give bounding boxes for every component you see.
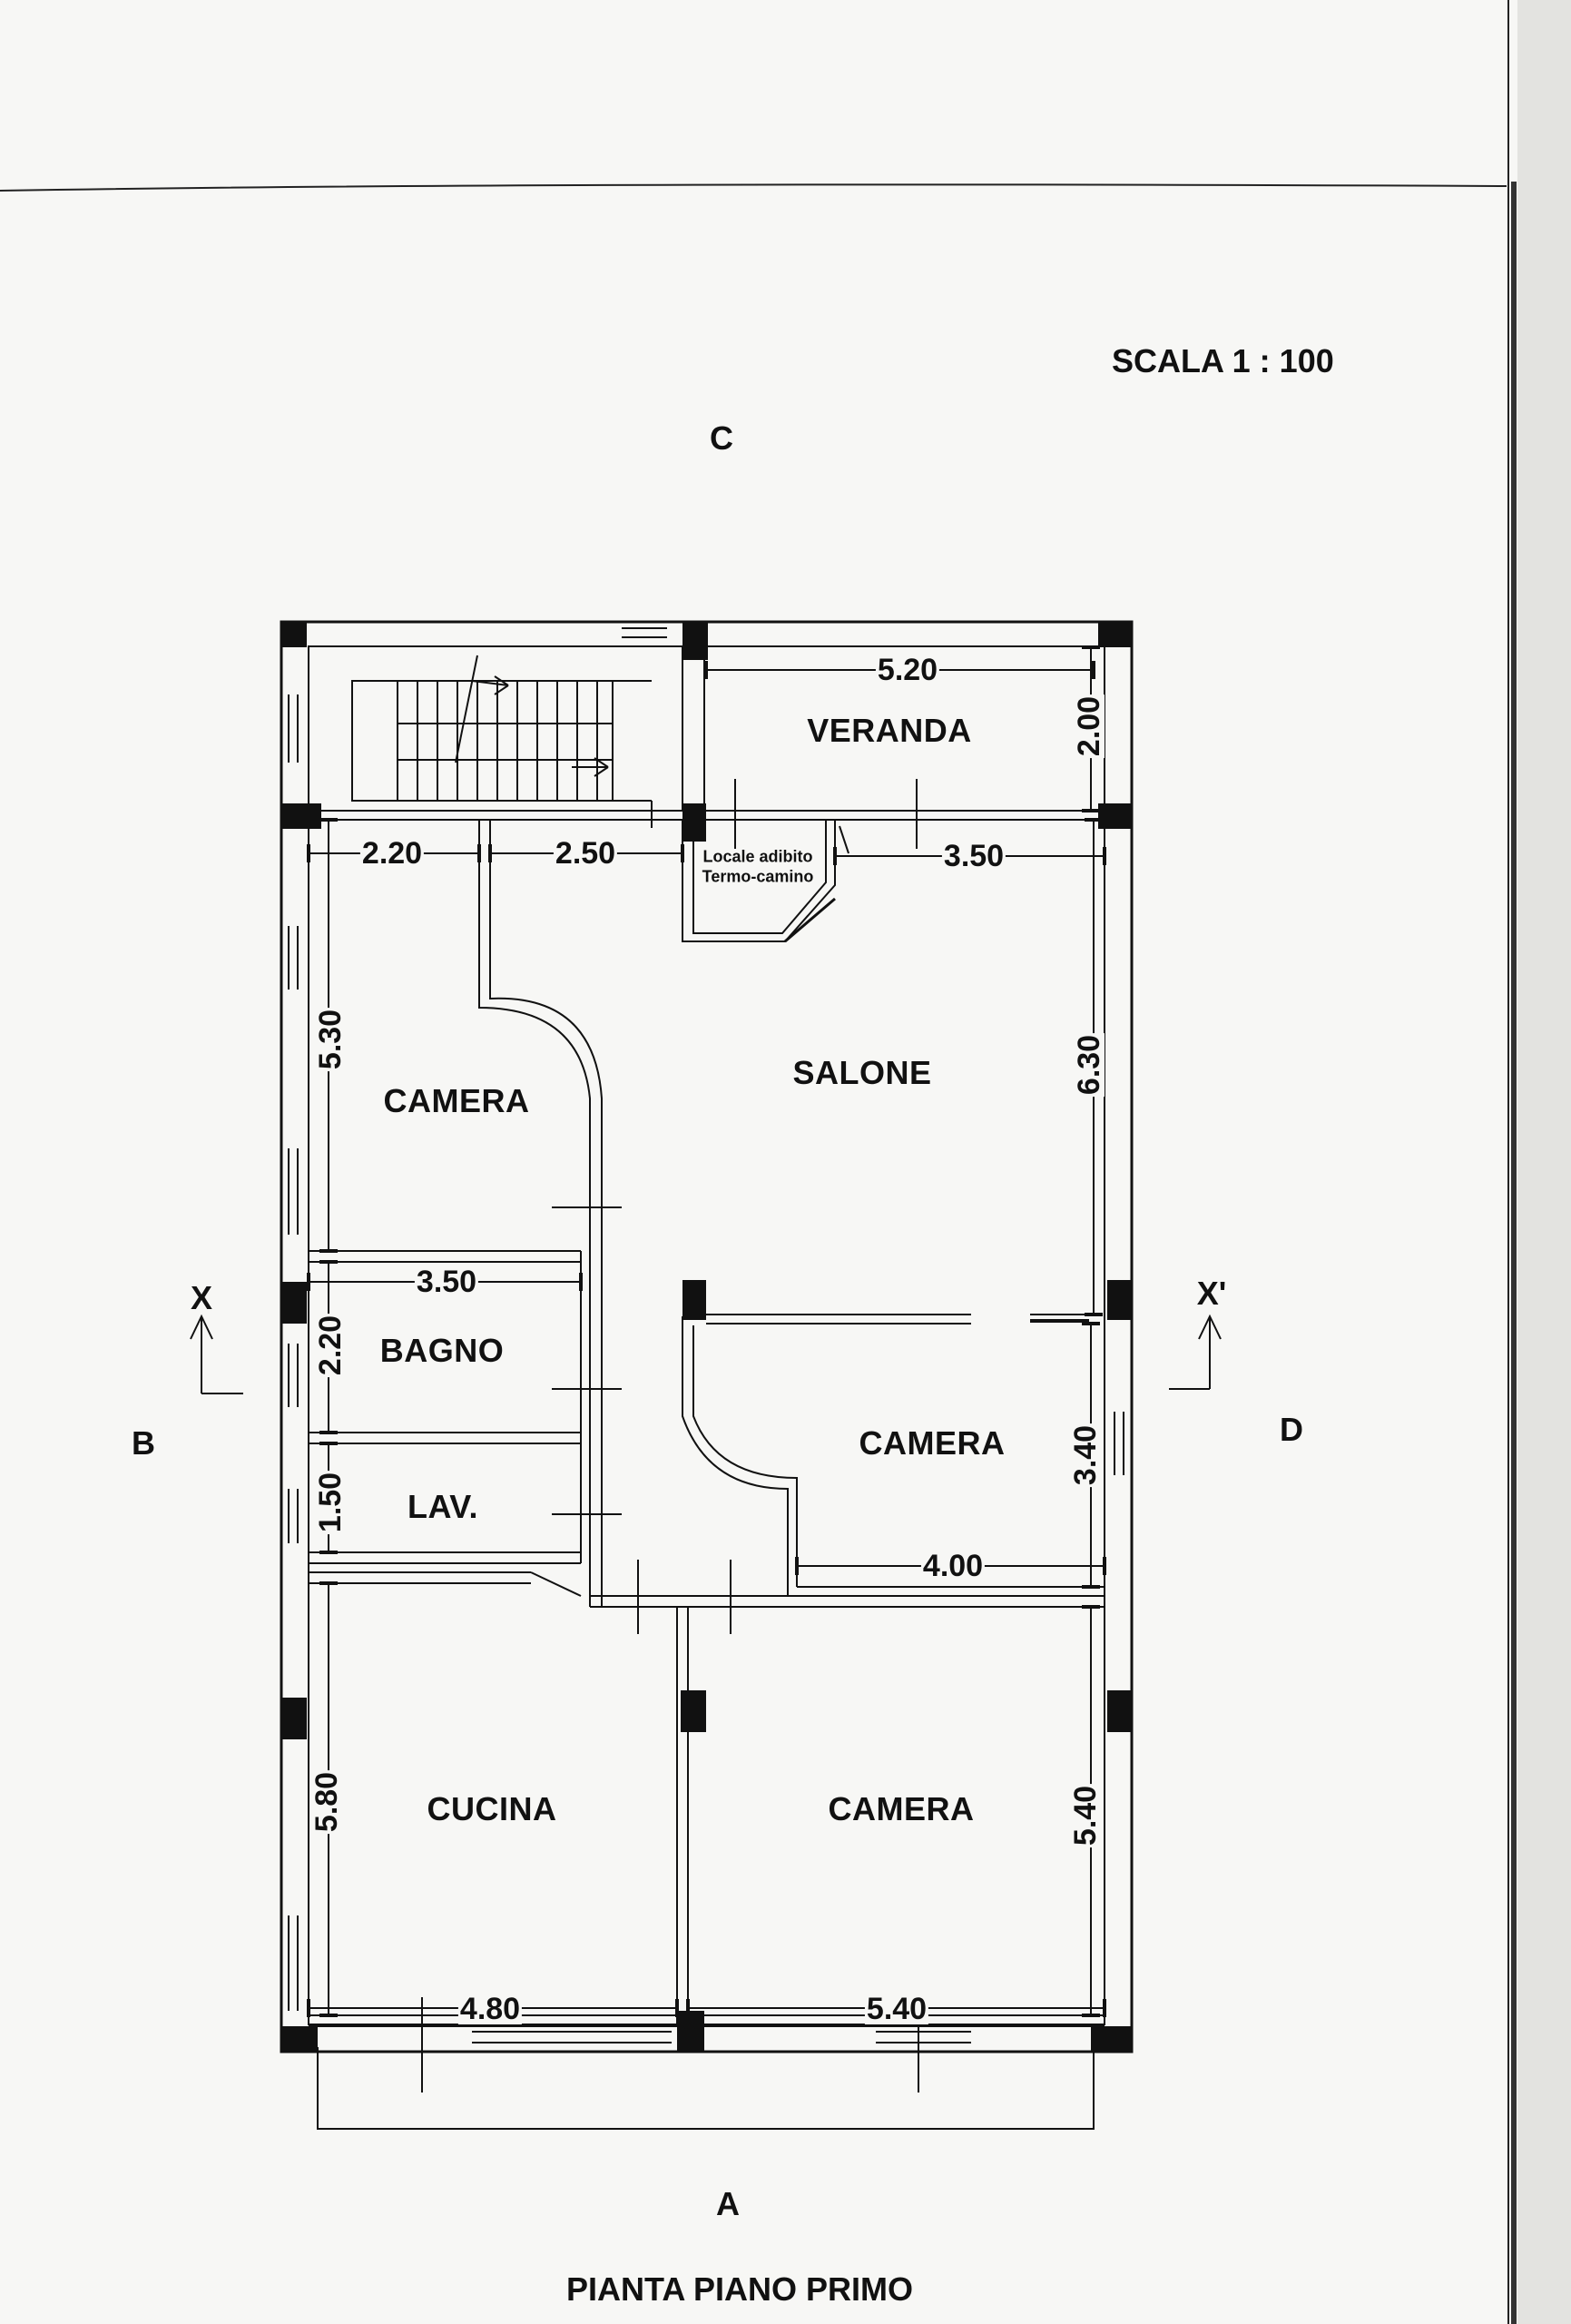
pillars: [281, 622, 1132, 2052]
room-bagno: BAGNO: [379, 1332, 505, 1369]
staircase: [351, 655, 653, 828]
section-label-x-prime: X': [1196, 1275, 1227, 1312]
side-label-west: B: [132, 1424, 155, 1462]
dim-bagno-width: 3.50: [414, 1265, 479, 1299]
room-camera-e: CAMERA: [859, 1424, 1006, 1462]
dim-camera-se-width: 5.40: [864, 1992, 929, 2026]
dim-cucina-width: 4.80: [457, 1992, 523, 2026]
room-salone: SALONE: [792, 1054, 932, 1091]
dim-veranda-width: 5.20: [875, 653, 940, 687]
interior-walls: [308, 647, 1105, 2093]
dim-corridor-width: 2.50: [553, 836, 618, 871]
scale-label: SCALA 1 : 100: [1112, 342, 1334, 379]
side-label-south: A: [716, 2185, 740, 2222]
dim-salone-height: 6.30: [1072, 1032, 1106, 1098]
section-label-x: X: [190, 1279, 213, 1316]
room-veranda: VERANDA: [807, 712, 972, 749]
dim-bagno-height: 2.20: [313, 1313, 348, 1378]
side-label-east: D: [1280, 1411, 1303, 1448]
windows: [288, 627, 1124, 2043]
dim-camera-e-width: 4.00: [920, 1549, 986, 1583]
drawing-title: PIANTA PIANO PRIMO: [565, 2270, 914, 2308]
dim-camera-e-height: 3.40: [1068, 1423, 1103, 1488]
dim-cucina-height: 5.80: [309, 1769, 344, 1835]
dim-salone-width: 3.50: [941, 839, 1006, 873]
dim-camera-se-height: 5.40: [1068, 1783, 1103, 1848]
section-markers: [190, 1314, 1222, 1394]
room-lav: LAV.: [407, 1488, 479, 1525]
termo-label-line1: Locale adibito: [702, 847, 813, 866]
termo-label-line2: Termo-camino: [702, 867, 814, 885]
dim-camera-nw-height: 5.30: [313, 1007, 348, 1072]
dim-lav-height: 1.50: [313, 1470, 348, 1535]
side-label-north: C: [710, 419, 733, 457]
room-cucina: CUCINA: [427, 1790, 557, 1827]
room-termo-camino: Locale adibito Termo-camino: [702, 847, 814, 886]
dim-veranda-height: 2.00: [1072, 694, 1106, 759]
dim-camera-nw-width: 2.20: [359, 836, 425, 871]
room-camera-se: CAMERA: [828, 1790, 975, 1827]
room-camera-nw: CAMERA: [383, 1082, 530, 1119]
